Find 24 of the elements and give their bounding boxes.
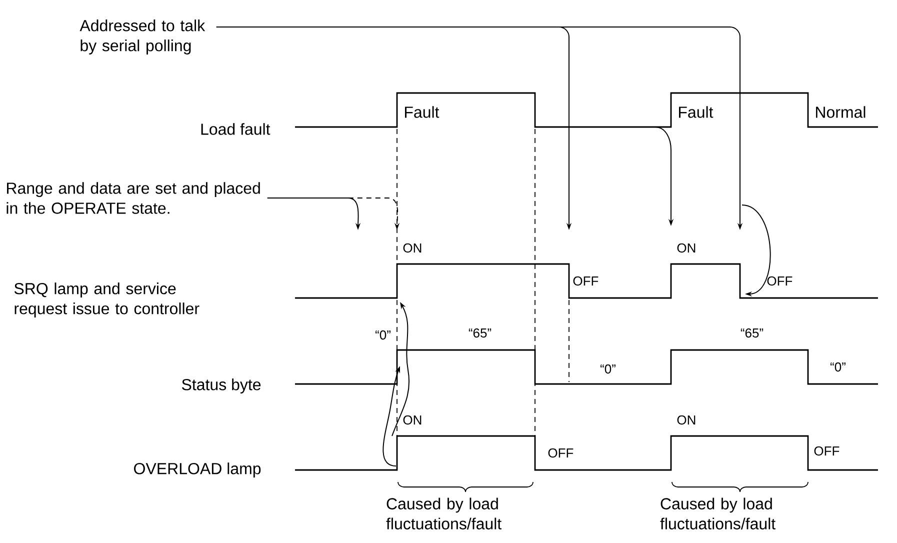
signal-name: SRQ lamp and service request issue to controller [14, 282, 200, 318]
state-label: OFF [814, 446, 840, 456]
state-label: Fault [679, 106, 714, 118]
signal-name: Load fault [201, 123, 270, 135]
state-label: Fault [405, 106, 440, 118]
state-label: Normal [816, 106, 866, 118]
state-label: ON [677, 415, 696, 425]
signal-name: Addressed to talk by serial polling [80, 20, 206, 54]
caption-text: Caused by load fluctuations/fault [660, 498, 776, 530]
value-label: “65” [468, 328, 492, 338]
signal-name: OVERLOAD lamp [134, 462, 261, 478]
state-label: OFF [548, 448, 574, 458]
state-label: OFF [573, 276, 598, 286]
state-label: ON [403, 415, 422, 425]
signal-name: Status byte [182, 378, 261, 394]
state-label: OFF [767, 276, 792, 286]
value-label: “0” [830, 362, 846, 372]
value-label: “65” [740, 328, 764, 338]
state-label: ON [677, 243, 696, 253]
caption-text: Caused by load fluctuations/fault [386, 498, 502, 530]
value-label: “0” [600, 364, 616, 374]
state-label: ON [403, 243, 422, 253]
signal-name: Range and data are set and placed in the OPERATE state. [6, 182, 260, 214]
value-label: “0” [376, 330, 390, 340]
